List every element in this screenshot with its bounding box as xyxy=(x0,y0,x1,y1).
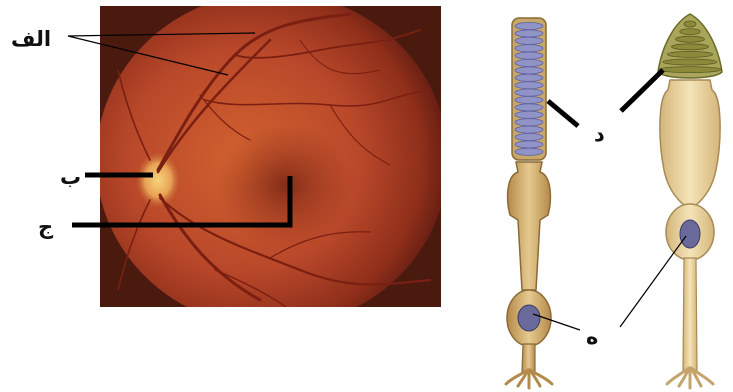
leader-cone-outer xyxy=(621,70,663,111)
cone-disk xyxy=(663,59,717,65)
cone-disk xyxy=(676,36,705,42)
rod-disk xyxy=(515,104,543,111)
rod-disk xyxy=(515,96,543,103)
rod-disk xyxy=(515,52,543,59)
rod-axon xyxy=(522,344,535,372)
cone-axon xyxy=(683,258,697,370)
rod-disk xyxy=(515,82,543,89)
rod-nucleus xyxy=(518,305,540,331)
leader-cone-nucleus xyxy=(620,236,686,327)
leader-rod-outer xyxy=(548,101,578,126)
label-outer-segments: د xyxy=(594,122,605,146)
cone-nucleus xyxy=(680,220,700,248)
rod-disk xyxy=(515,119,543,126)
rod-disk xyxy=(515,30,543,37)
rod-disk xyxy=(515,126,543,133)
rod-disk xyxy=(515,89,543,96)
optic-disc xyxy=(136,152,180,208)
fundus-photo xyxy=(96,0,448,328)
label-nucleus: ه xyxy=(586,325,598,349)
label-fovea: ج xyxy=(38,215,54,240)
rod-disk xyxy=(515,148,543,155)
rod-synaptic-terminal xyxy=(506,370,552,388)
cone-disk xyxy=(659,67,721,73)
cone-synaptic-terminal xyxy=(667,368,713,388)
cone-cell xyxy=(658,14,722,388)
rod-disk xyxy=(515,59,543,66)
label-vessels: الف xyxy=(11,27,51,51)
rod-disk xyxy=(515,45,543,52)
cone-disk xyxy=(684,21,696,27)
rod-inner-segment xyxy=(508,162,551,290)
rod-disk xyxy=(515,111,543,118)
cone-disk xyxy=(667,51,713,57)
label-optic-disc: ب xyxy=(60,165,81,189)
rod-disk xyxy=(515,37,543,44)
rod-disk xyxy=(515,133,543,140)
cone-inner-segment xyxy=(660,80,720,205)
rod-cell xyxy=(506,18,552,388)
rod-disk xyxy=(515,141,543,148)
cone-disk xyxy=(680,29,700,35)
rod-disk xyxy=(515,22,543,29)
rod-disk xyxy=(515,67,543,74)
rod-disk xyxy=(515,74,543,81)
macula xyxy=(215,123,355,247)
cone-disk xyxy=(671,44,708,50)
